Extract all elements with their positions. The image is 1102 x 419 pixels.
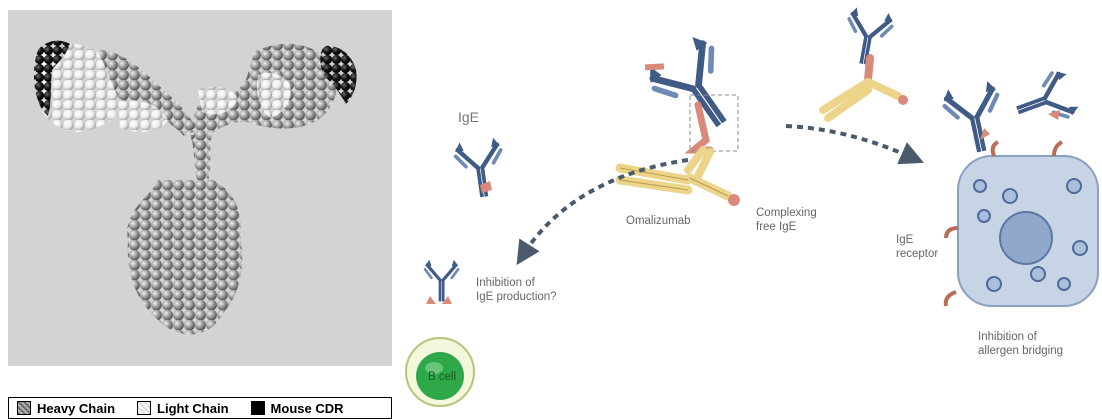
inhibition-production-line1: Inhibition of (476, 277, 536, 289)
bridging-label-line2: allergen bridging (978, 345, 1063, 357)
nucleus (1000, 212, 1052, 264)
complexing-label-line1: Complexing (756, 207, 817, 219)
ige-label: IgE (458, 109, 479, 125)
mouse-cdr-swatch (251, 401, 265, 415)
legend-item-heavy-chain: Heavy Chain (17, 401, 115, 416)
receptor-label-line2: receptor (896, 248, 938, 260)
mast-cell (941, 69, 1098, 306)
bcell-label: B cell (428, 371, 456, 383)
antibody-model-panel (8, 10, 392, 366)
inhibition-production-line2: IgE production? (476, 291, 557, 303)
legend-label: Mouse CDR (271, 401, 344, 416)
bcell-ige-receptor (425, 260, 458, 302)
antibody-space-filling-model (8, 10, 392, 366)
bound-ige-right (1010, 69, 1081, 133)
b-cell: B cell (406, 260, 474, 406)
complexed-ige-antibody (823, 6, 908, 118)
heavy-chain-swatch (17, 401, 31, 415)
bound-ige-left (941, 80, 1008, 157)
omalizumab-antibody (620, 150, 740, 206)
legend-label: Heavy Chain (37, 401, 115, 416)
free-ige-antibody (454, 137, 507, 200)
legend-label: Light Chain (157, 401, 229, 416)
omalizumab-label: Omalizumab (626, 215, 691, 227)
legend-item-mouse-cdr: Mouse CDR (251, 401, 344, 416)
mechanism-svg: IgE Omalizumab Complexing free IgE (398, 0, 1102, 419)
complexing-label-line2: free IgE (756, 221, 797, 233)
receptor-label-line1: IgE (896, 234, 914, 246)
omalizumab-mechanism-diagram: IgE Omalizumab Complexing free IgE (398, 0, 1102, 419)
legend-item-light-chain: Light Chain (137, 401, 229, 416)
omalizumab-ige-complex (620, 30, 750, 206)
light-chain-swatch (137, 401, 151, 415)
legend: Heavy Chain Light Chain Mouse CDR (8, 397, 392, 419)
arrow-to-mast-cell (786, 126, 913, 158)
bridging-label-line1: Inhibition of (978, 331, 1038, 343)
